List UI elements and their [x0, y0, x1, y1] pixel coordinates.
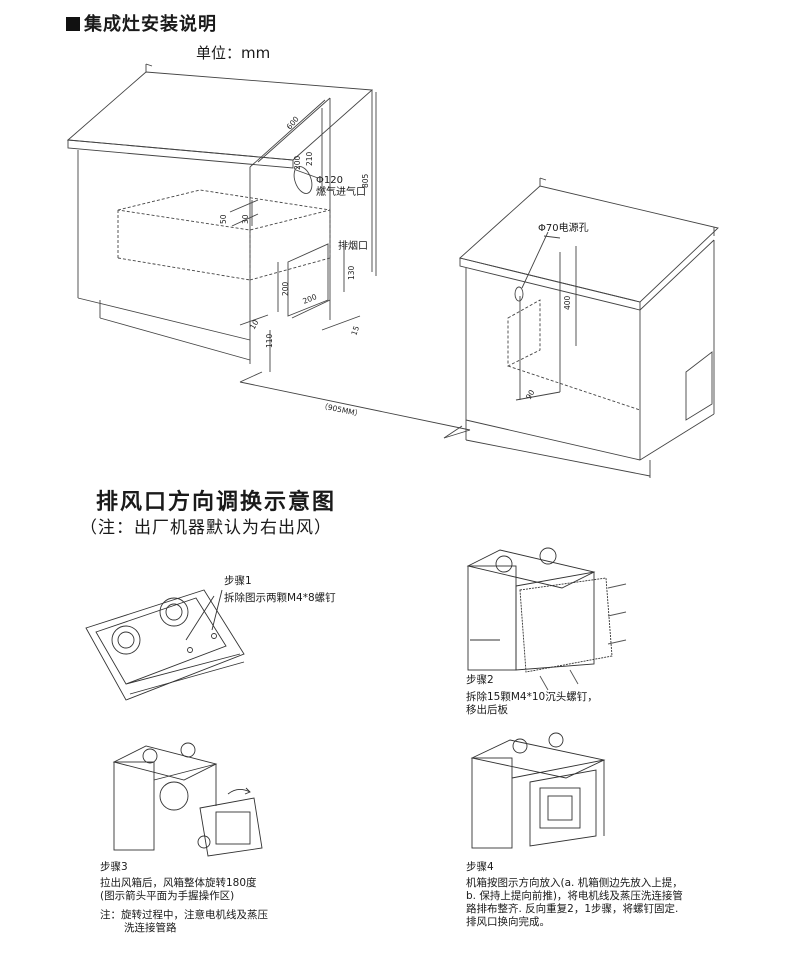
step3-title: 步骤3: [100, 861, 128, 873]
step4-line3: 路排布整齐. 反向重复2，1步骤，将螺钉固定.: [466, 903, 679, 915]
square-bullet-icon: [66, 17, 80, 31]
step2-title: 步骤2: [466, 674, 494, 686]
step2-line1: 拆除15颗M4*10沉头螺钉，: [466, 691, 598, 703]
step4-line2: b. 保持上提向前推)，将电机线及蒸压洗连接管: [466, 890, 683, 902]
dim-30: 30: [241, 214, 250, 224]
step1-drawing: [85, 589, 245, 701]
step1-text: 拆除图示两颗M4*8螺钉: [224, 592, 336, 604]
dim-400: 400: [563, 295, 572, 310]
dim-10: 10: [248, 318, 261, 331]
dim-200a: 200: [293, 155, 302, 170]
dim-110: 110: [265, 333, 274, 348]
gas-inlet-diameter-label: Φ120: [316, 175, 343, 186]
left-cabinet-drawing: [66, 63, 471, 439]
dim-90: 90: [524, 388, 537, 401]
dim-600: 600: [285, 114, 301, 131]
gas-inlet-label: 燃气进气口: [316, 187, 366, 198]
step3-line1: 拉出风箱后，风箱整体旋转180度: [100, 877, 257, 889]
right-cabinet-drawing: [459, 177, 719, 478]
install-title-text: 集成灶安装说明: [84, 14, 217, 35]
exhaust-direction-title: 排风口方向调换示意图: [96, 490, 337, 515]
dim-130: 130: [347, 265, 356, 280]
step3-note2: 洗连接管路: [124, 922, 177, 934]
dim-805: 805: [361, 173, 370, 188]
dim-210: 210: [305, 151, 314, 166]
step3-drawing: [112, 742, 263, 857]
step4-drawing: [470, 732, 606, 849]
step4-title: 步骤4: [466, 861, 494, 873]
install-title: 集成灶安装说明: [66, 10, 217, 36]
power-hole-label: Φ70电源孔: [538, 223, 589, 234]
step4-line1: 机箱按图示方向放入(a. 机箱侧边先放入上提，: [466, 877, 683, 889]
step4-line4: 排风口换向完成。: [466, 916, 550, 928]
dim-50: 50: [219, 214, 228, 224]
step3-line2: (图示箭头平面为手握操作区): [100, 890, 235, 902]
dim-200b: 200: [281, 281, 290, 296]
dim-15: 15: [349, 324, 361, 336]
factory-default-note: （注：出厂机器默认为右出风）: [80, 518, 332, 538]
step1-title: 步骤1: [224, 575, 252, 587]
step3-note1: 注：旋转过程中，注意电机线及蒸压: [100, 909, 268, 921]
exhaust-label: 排烟口: [338, 241, 368, 252]
step2-line2: 移出后板: [466, 704, 508, 716]
unit-label: 单位：mm: [196, 44, 271, 62]
dim-905: （905MM）: [320, 401, 363, 419]
dim-200c: 200: [301, 292, 318, 306]
step2-drawing: [466, 547, 627, 691]
